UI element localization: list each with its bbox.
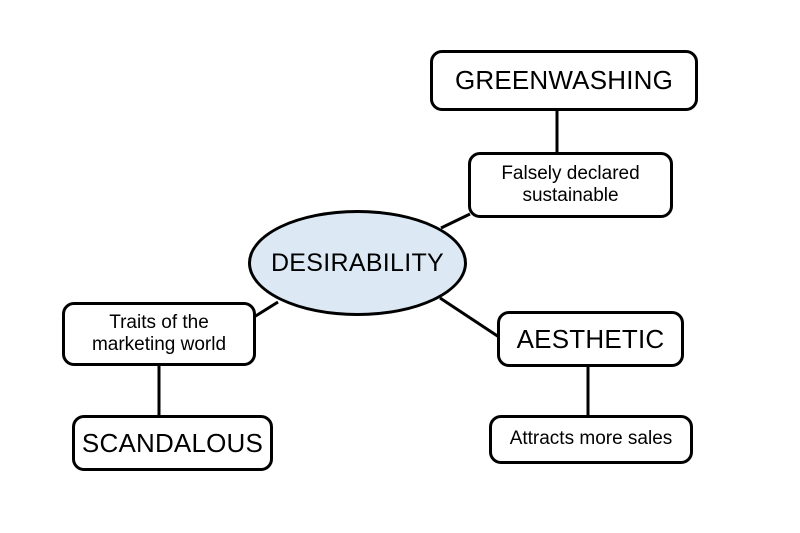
node-attracts-more-sales[interactable]: Attracts more sales	[489, 415, 693, 464]
connector-desirability-falsely	[440, 212, 471, 230]
node-greenwashing[interactable]: GREENWASHING	[430, 50, 698, 111]
connector-desirability-traits	[253, 300, 279, 319]
node-traits-of-the-marketing-world[interactable]: Traits of the marketing world	[62, 302, 256, 366]
node-aesthetic[interactable]: AESTHETIC	[497, 311, 684, 367]
node-desirability-center[interactable]: DESIRABILITY	[248, 210, 467, 316]
node-falsely-declared-sustainable[interactable]: Falsely declared sustainable	[468, 152, 673, 218]
node-scandalous[interactable]: SCANDALOUS	[72, 415, 273, 471]
connector-desirability-aesthetic	[439, 296, 500, 339]
